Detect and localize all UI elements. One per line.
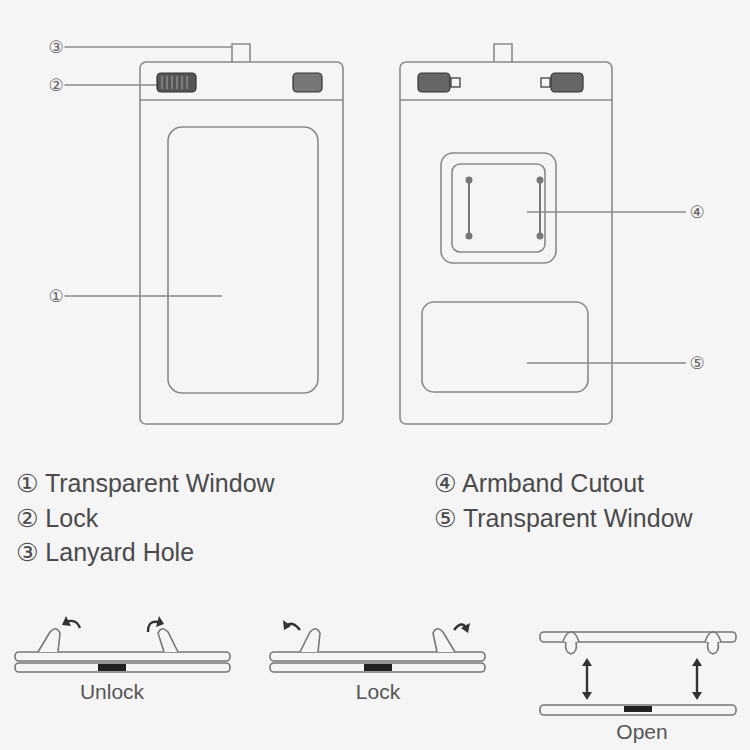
figure-caption: Lock (356, 680, 400, 703)
lock-knob (433, 629, 455, 652)
armband-slot (468, 180, 470, 236)
turn-arrow (148, 622, 158, 632)
slot-end (538, 178, 543, 183)
figure-caption: Unlock (80, 680, 144, 703)
leader-line (64, 295, 222, 297)
leader-line (64, 46, 232, 48)
lanyard-tab (232, 44, 250, 62)
lock-slider (418, 73, 450, 92)
lock-knob (566, 642, 577, 654)
lock-knob (705, 632, 721, 642)
lanyard-tab (494, 44, 512, 62)
lock-slider (293, 73, 322, 92)
seal-bar (270, 663, 485, 672)
transparent-window (422, 302, 588, 392)
callout-number: ⑤ (688, 354, 705, 373)
leader-line (527, 211, 686, 213)
leader-line (527, 362, 686, 364)
seal-bar (15, 652, 230, 661)
seal-bar (15, 663, 230, 672)
transparent-window (168, 127, 318, 393)
seal-bar (540, 632, 736, 642)
lock-knob (708, 642, 719, 654)
open-arrow (586, 664, 588, 694)
pouch-front-outline (140, 62, 343, 424)
slot-end (467, 178, 472, 183)
pouch-back-outline (400, 62, 612, 424)
legend-entry: ⑤ Transparent Window (434, 505, 693, 533)
seal-clip (364, 664, 392, 671)
seal-clip (98, 664, 126, 671)
lock-knob (158, 629, 178, 652)
slot-end (538, 234, 543, 239)
legend-entry: ① Transparent Window (16, 470, 275, 498)
seal-clip (624, 706, 652, 712)
lock-knob (300, 629, 320, 652)
lock-tab (451, 78, 460, 87)
lock-slider (551, 73, 583, 92)
armband-cutout (441, 153, 556, 263)
lock-knob (38, 629, 60, 652)
legend-entry: ② Lock (16, 505, 98, 533)
callout-number: ② (47, 76, 64, 95)
seal-bar (540, 705, 736, 715)
lock-knob (563, 632, 579, 642)
armband-slot (539, 180, 541, 236)
armband-cutout-inner (452, 164, 545, 252)
lock-tab (541, 78, 550, 87)
seal-strip-line (140, 99, 343, 101)
open-arrow (696, 664, 698, 694)
callout-number: ④ (688, 203, 705, 222)
leader-line (64, 84, 160, 86)
legend-entry: ③ Lanyard Hole (16, 539, 194, 567)
callout-number: ③ (47, 38, 64, 57)
seal-bar (270, 652, 485, 661)
seal-strip-line (400, 99, 612, 101)
slot-end (467, 234, 472, 239)
legend-entry: ④ Armband Cutout (434, 470, 644, 498)
figure-caption: Open (616, 720, 667, 743)
callout-number: ① (47, 287, 64, 306)
lock-slider (157, 73, 196, 92)
